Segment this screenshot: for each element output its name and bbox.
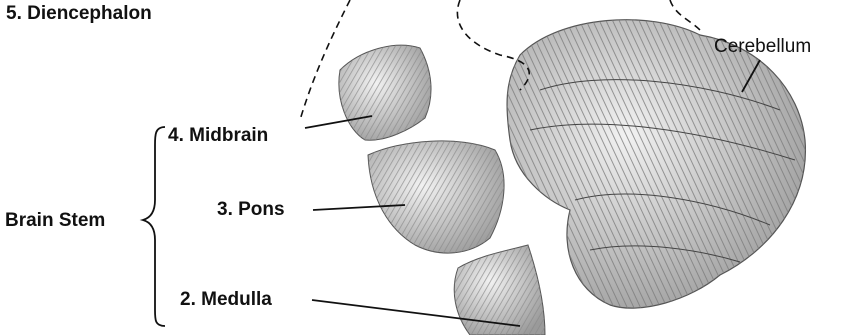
cerebellum-label: Cerebellum xyxy=(714,37,811,56)
medulla-label: 2. Medulla xyxy=(180,290,272,309)
midbrain-shape xyxy=(339,45,431,140)
pons-shape xyxy=(368,141,504,253)
brain-stem-label: Brain Stem xyxy=(5,211,105,230)
midbrain-label: 4. Midbrain xyxy=(168,126,268,145)
brain-stem-brace xyxy=(143,127,165,326)
diencephalon-label: 5. Diencephalon xyxy=(6,4,152,23)
medulla-shape xyxy=(454,245,545,335)
cerebellum-shape xyxy=(507,20,805,308)
pons-label: 3. Pons xyxy=(217,200,285,219)
